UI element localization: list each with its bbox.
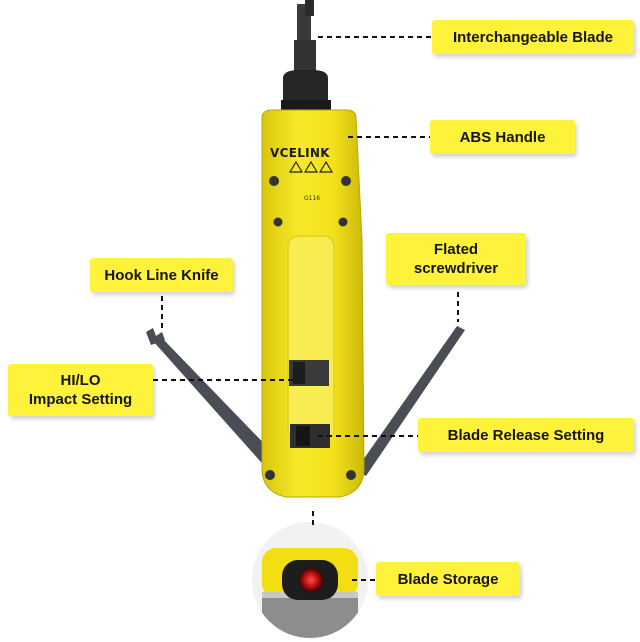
flated-screwdriver [356,326,465,476]
label-flated-screwdriver: Flated screwdriver [386,233,526,285]
hook-line-knife [146,328,278,470]
label-text: Blade Release Setting [447,426,605,444]
label-text-line2: Impact Setting [28,391,133,408]
label-blade-release-setting: Blade Release Setting [418,418,634,452]
leader-lines [153,36,459,581]
model-number: G116 [304,195,321,202]
brand-logo-text: VCELINK [270,146,330,160]
blade-collar [281,70,331,112]
label-text: Blade Storage [397,570,499,588]
label-text: ABS Handle [459,128,546,146]
label-hook-line-knife: Hook Line Knife [90,258,233,292]
label-text: Hook Line Knife [104,266,219,284]
interchangeable-blade [294,0,316,72]
label-hi-lo-impact-setting: HI/LO Impact Setting [8,364,153,416]
abs-handle [261,109,365,498]
label-text-line2: screwdriver [413,260,499,277]
label-interchangeable-blade: Interchangeable Blade [432,20,634,54]
label-blade-storage: Blade Storage [376,562,520,596]
label-text: Interchangeable Blade [452,28,614,46]
label-text-line1: HI/LO [60,372,101,389]
label-abs-handle: ABS Handle [430,120,575,154]
label-text-line1: Flated [433,241,479,258]
blade-storage-inset [250,520,370,640]
